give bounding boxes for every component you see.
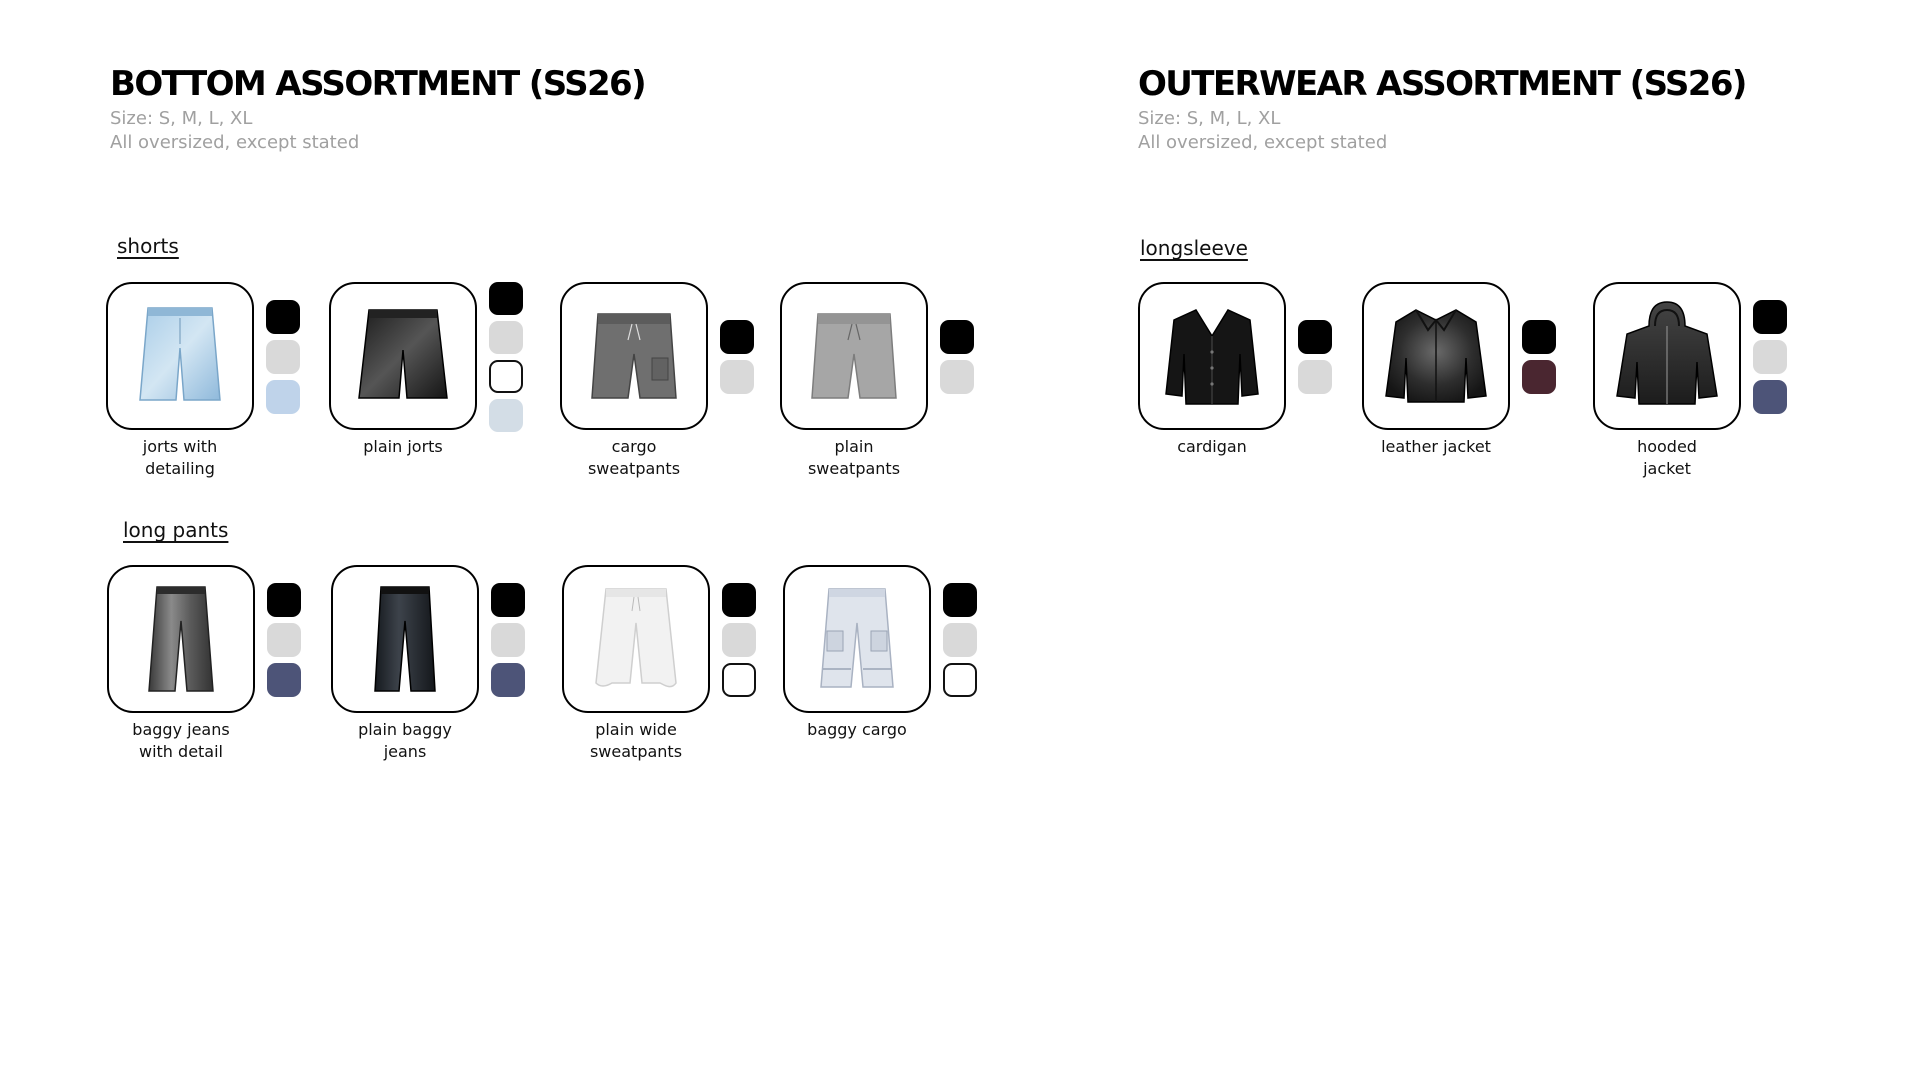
- jacket-icon: [1385, 309, 1487, 403]
- category-long-pants[interactable]: long pants: [123, 518, 229, 542]
- product-name: cardigan: [1177, 437, 1247, 456]
- color-swatches: [1522, 282, 1556, 432]
- color-swatch[interactable]: [267, 623, 301, 657]
- product-cardigan[interactable]: cardigan: [1138, 282, 1358, 492]
- jeans-icon: [374, 586, 436, 692]
- color-swatch[interactable]: [1298, 360, 1332, 394]
- product-plain-sweatpants[interactable]: plain sweatpants: [780, 282, 1000, 492]
- color-swatch[interactable]: [491, 663, 525, 697]
- bottom-title: BOTTOM ASSORTMENT (SS26): [110, 64, 647, 104]
- color-swatches: [943, 565, 977, 715]
- sweatshorts-icon: [811, 313, 897, 399]
- product-jorts-with-detailing[interactable]: jorts with detailing: [106, 282, 326, 492]
- bottom-fit-note: All oversized, except stated: [110, 132, 360, 154]
- product-name: cargo sweatpants: [587, 437, 681, 478]
- product-plain-wide-sweatpants[interactable]: plain wide sweatpants: [562, 565, 782, 775]
- cardigan-icon: [1165, 309, 1259, 405]
- product-image[interactable]: [780, 282, 928, 430]
- color-swatch[interactable]: [266, 380, 300, 414]
- color-swatch[interactable]: [1753, 340, 1787, 374]
- product-image[interactable]: [331, 565, 479, 713]
- product-image[interactable]: [1362, 282, 1510, 430]
- bottom-header: BOTTOM ASSORTMENT (SS26) Size: S, M, L, …: [110, 64, 647, 155]
- color-swatches: [491, 565, 525, 715]
- color-swatch[interactable]: [943, 623, 977, 657]
- bottom-size: Size: S, M, L, XL: [110, 108, 253, 130]
- product-name: plain jorts: [363, 437, 443, 456]
- product-name: baggy cargo: [807, 720, 907, 739]
- product-image[interactable]: [107, 565, 255, 713]
- color-swatches: [267, 565, 301, 715]
- cargo-pants-icon: [820, 588, 894, 688]
- color-swatch[interactable]: [491, 623, 525, 657]
- jeans-icon: [148, 586, 214, 692]
- color-swatch[interactable]: [720, 360, 754, 394]
- color-swatch[interactable]: [1298, 320, 1332, 354]
- color-swatch[interactable]: [720, 320, 754, 354]
- color-swatches: [1753, 282, 1787, 432]
- outerwear-size: Size: S, M, L, XL: [1138, 108, 1281, 130]
- shorts-icon: [139, 307, 221, 401]
- product-name: jorts with detailing: [142, 437, 218, 478]
- color-swatch[interactable]: [267, 583, 301, 617]
- color-swatches: [489, 282, 523, 432]
- product-plain-jorts[interactable]: plain jorts: [329, 282, 549, 492]
- outerwear-title: OUTERWEAR ASSORTMENT (SS26): [1138, 64, 1747, 104]
- product-image[interactable]: [106, 282, 254, 430]
- color-swatch[interactable]: [489, 320, 523, 354]
- color-swatch[interactable]: [722, 663, 756, 697]
- color-swatches: [722, 565, 756, 715]
- product-name: plain wide sweatpants: [589, 720, 683, 761]
- color-swatch[interactable]: [266, 340, 300, 374]
- sweatshorts-icon: [591, 313, 677, 399]
- color-swatch[interactable]: [266, 300, 300, 334]
- category-shorts[interactable]: shorts: [117, 234, 179, 258]
- color-swatch[interactable]: [722, 623, 756, 657]
- sweatpants-icon: [595, 588, 677, 688]
- color-swatch[interactable]: [940, 320, 974, 354]
- product-baggy-cargo[interactable]: baggy cargo: [783, 565, 1003, 775]
- product-image[interactable]: [562, 565, 710, 713]
- product-name: plain sweatpants: [807, 437, 901, 478]
- color-swatch[interactable]: [1522, 320, 1556, 354]
- color-swatch[interactable]: [267, 663, 301, 697]
- product-baggy-jeans-with-detail[interactable]: baggy jeans with detail: [107, 565, 327, 775]
- color-swatch[interactable]: [489, 399, 523, 432]
- product-name: leather jacket: [1381, 437, 1491, 456]
- color-swatches: [940, 282, 974, 432]
- color-swatches: [1298, 282, 1332, 432]
- product-cargo-sweatpants[interactable]: cargo sweatpants: [560, 282, 780, 492]
- product-image[interactable]: [329, 282, 477, 430]
- product-name: hooded jacket: [1637, 437, 1697, 478]
- color-swatch[interactable]: [491, 583, 525, 617]
- color-swatch[interactable]: [943, 663, 977, 697]
- color-swatch[interactable]: [722, 583, 756, 617]
- color-swatch[interactable]: [1753, 380, 1787, 414]
- color-swatch[interactable]: [940, 360, 974, 394]
- product-hooded-jacket[interactable]: hooded jacket: [1593, 282, 1813, 492]
- shorts-icon: [358, 309, 448, 399]
- color-swatch[interactable]: [489, 359, 523, 394]
- outerwear-fit-note: All oversized, except stated: [1138, 132, 1388, 154]
- color-swatch[interactable]: [489, 282, 523, 315]
- product-name: plain baggy jeans: [358, 720, 452, 761]
- outerwear-header: OUTERWEAR ASSORTMENT (SS26) Size: S, M, …: [1138, 64, 1747, 155]
- product-leather-jacket[interactable]: leather jacket: [1362, 282, 1582, 492]
- product-plain-baggy-jeans[interactable]: plain baggy jeans: [331, 565, 551, 775]
- color-swatches: [266, 282, 300, 432]
- product-name: baggy jeans with detail: [132, 720, 230, 761]
- color-swatches: [720, 282, 754, 432]
- hoodie-icon: [1616, 301, 1718, 405]
- color-swatch[interactable]: [1753, 300, 1787, 334]
- color-swatch[interactable]: [943, 583, 977, 617]
- product-image[interactable]: [1138, 282, 1286, 430]
- product-image[interactable]: [783, 565, 931, 713]
- product-image[interactable]: [1593, 282, 1741, 430]
- color-swatch[interactable]: [1522, 360, 1556, 394]
- category-longsleeve[interactable]: longsleeve: [1140, 236, 1248, 260]
- product-image[interactable]: [560, 282, 708, 430]
